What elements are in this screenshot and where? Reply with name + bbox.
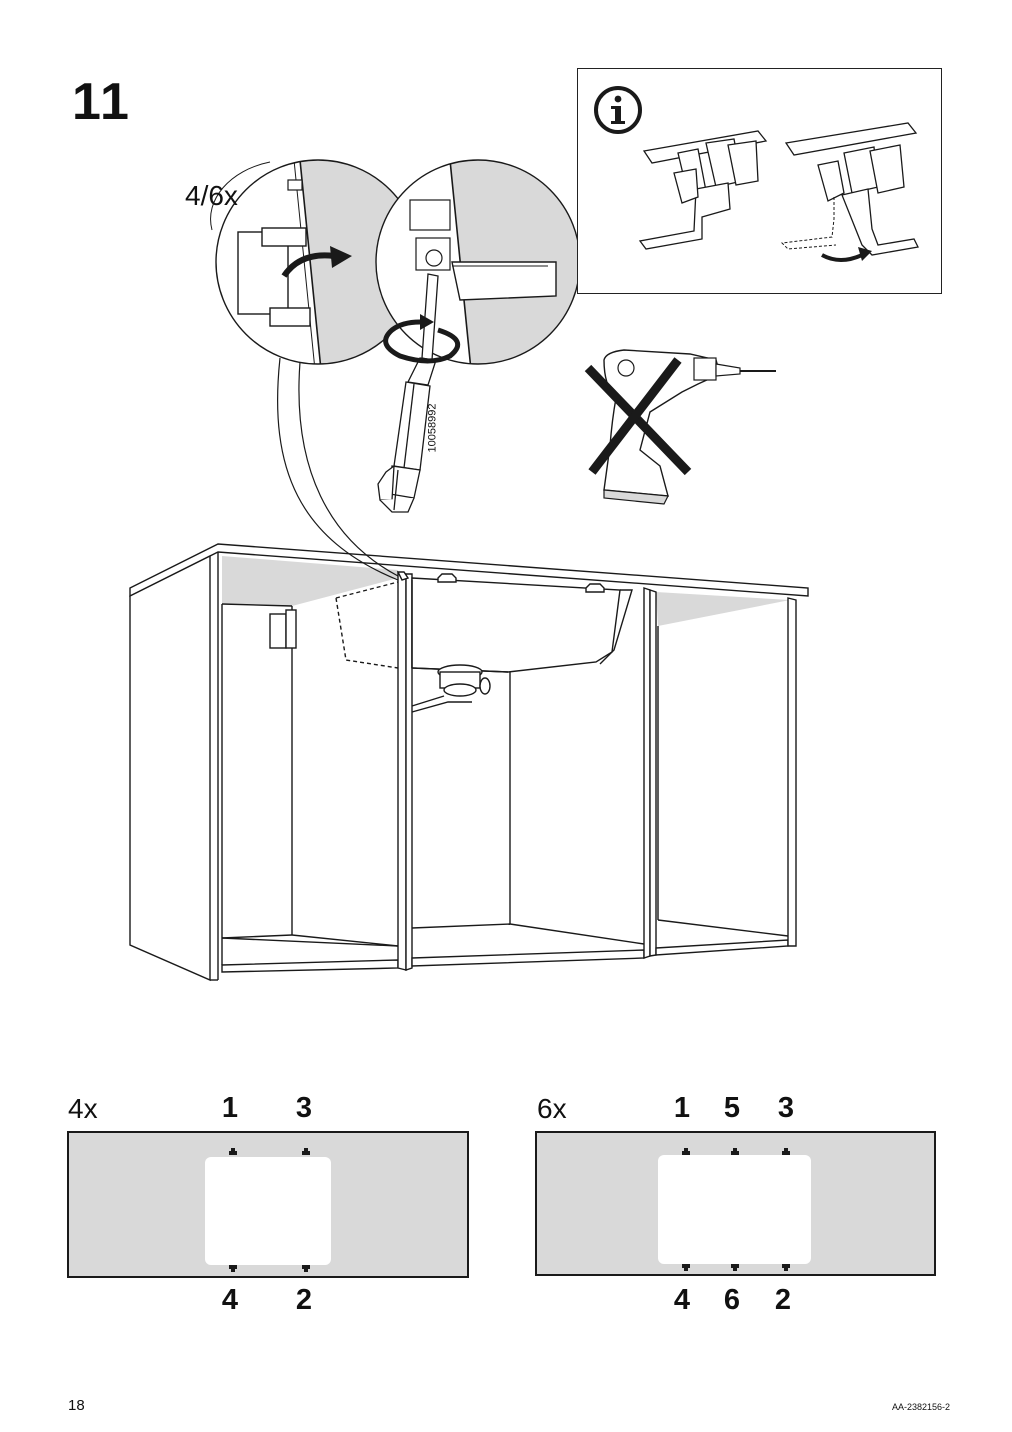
quantity-4x-label: 4x <box>68 1093 98 1124</box>
position-number: 1 <box>221 1092 239 1124</box>
bit-code: 10058992 <box>426 403 439 453</box>
document-code: AA-2382156-2 <box>891 1402 950 1412</box>
info-icon <box>594 86 642 134</box>
rotate-arrow-icon <box>281 252 335 278</box>
info-box <box>577 68 942 294</box>
detail-circle-right <box>376 160 580 364</box>
quantity-6x-label: 6x <box>537 1093 567 1124</box>
page-number: 18 <box>68 1397 85 1414</box>
bit-code-wrapper: 10058992 <box>426 400 442 460</box>
position-number: 2 <box>774 1284 792 1316</box>
screwdriver-bit-icon <box>377 273 439 513</box>
step-number: 11 <box>72 73 131 131</box>
quantity-label: 4/6x <box>185 180 238 211</box>
info-illustration <box>594 86 919 262</box>
position-number: 2 <box>295 1284 313 1316</box>
no-power-drill-icon <box>584 349 776 505</box>
position-number: 4 <box>673 1284 691 1316</box>
position-number: 3 <box>295 1092 313 1124</box>
position-number: 1 <box>673 1092 691 1124</box>
cabinet-frame <box>129 543 809 982</box>
position-number: 6 <box>723 1284 741 1316</box>
position-number: 4 <box>221 1284 239 1316</box>
position-number: 3 <box>777 1092 795 1124</box>
position-number: 5 <box>723 1092 741 1124</box>
